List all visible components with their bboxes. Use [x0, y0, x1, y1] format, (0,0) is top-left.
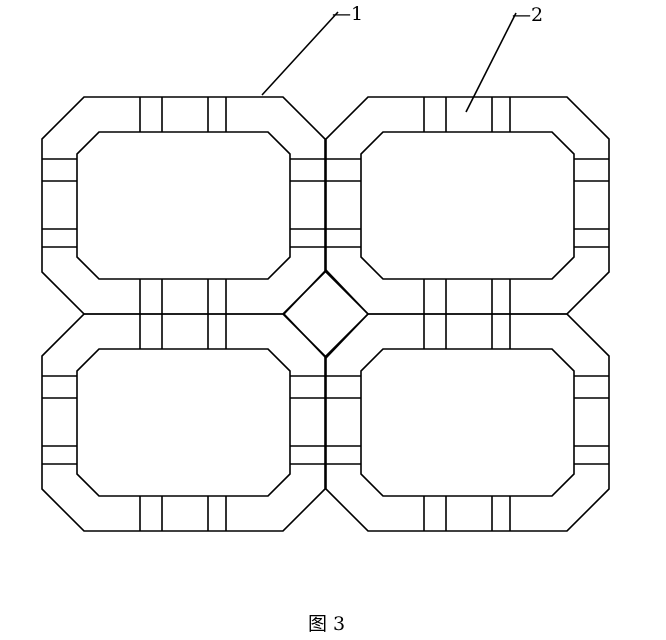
- cell-bottom-right-outer: [325, 313, 610, 532]
- callout-1-leader: [261, 11, 339, 96]
- lattice-cells: [41, 96, 610, 532]
- cell-bottom-left-outer: [41, 313, 326, 532]
- cell-bottom-right-inner: [360, 348, 575, 497]
- callout-2-leader: [465, 12, 517, 113]
- cell-bottom-left-inner: [76, 348, 291, 497]
- cell-top-right-inner: [360, 131, 575, 280]
- cell-top-left-outer: [41, 96, 326, 315]
- cell-top-right-outer: [325, 96, 610, 315]
- figure-caption: 图 3: [308, 613, 345, 635]
- callout-2-label: —2: [512, 4, 543, 26]
- callout-1-label: —1: [332, 3, 363, 25]
- center-diamond: [282, 268, 370, 360]
- cell-top-left-inner: [76, 131, 291, 280]
